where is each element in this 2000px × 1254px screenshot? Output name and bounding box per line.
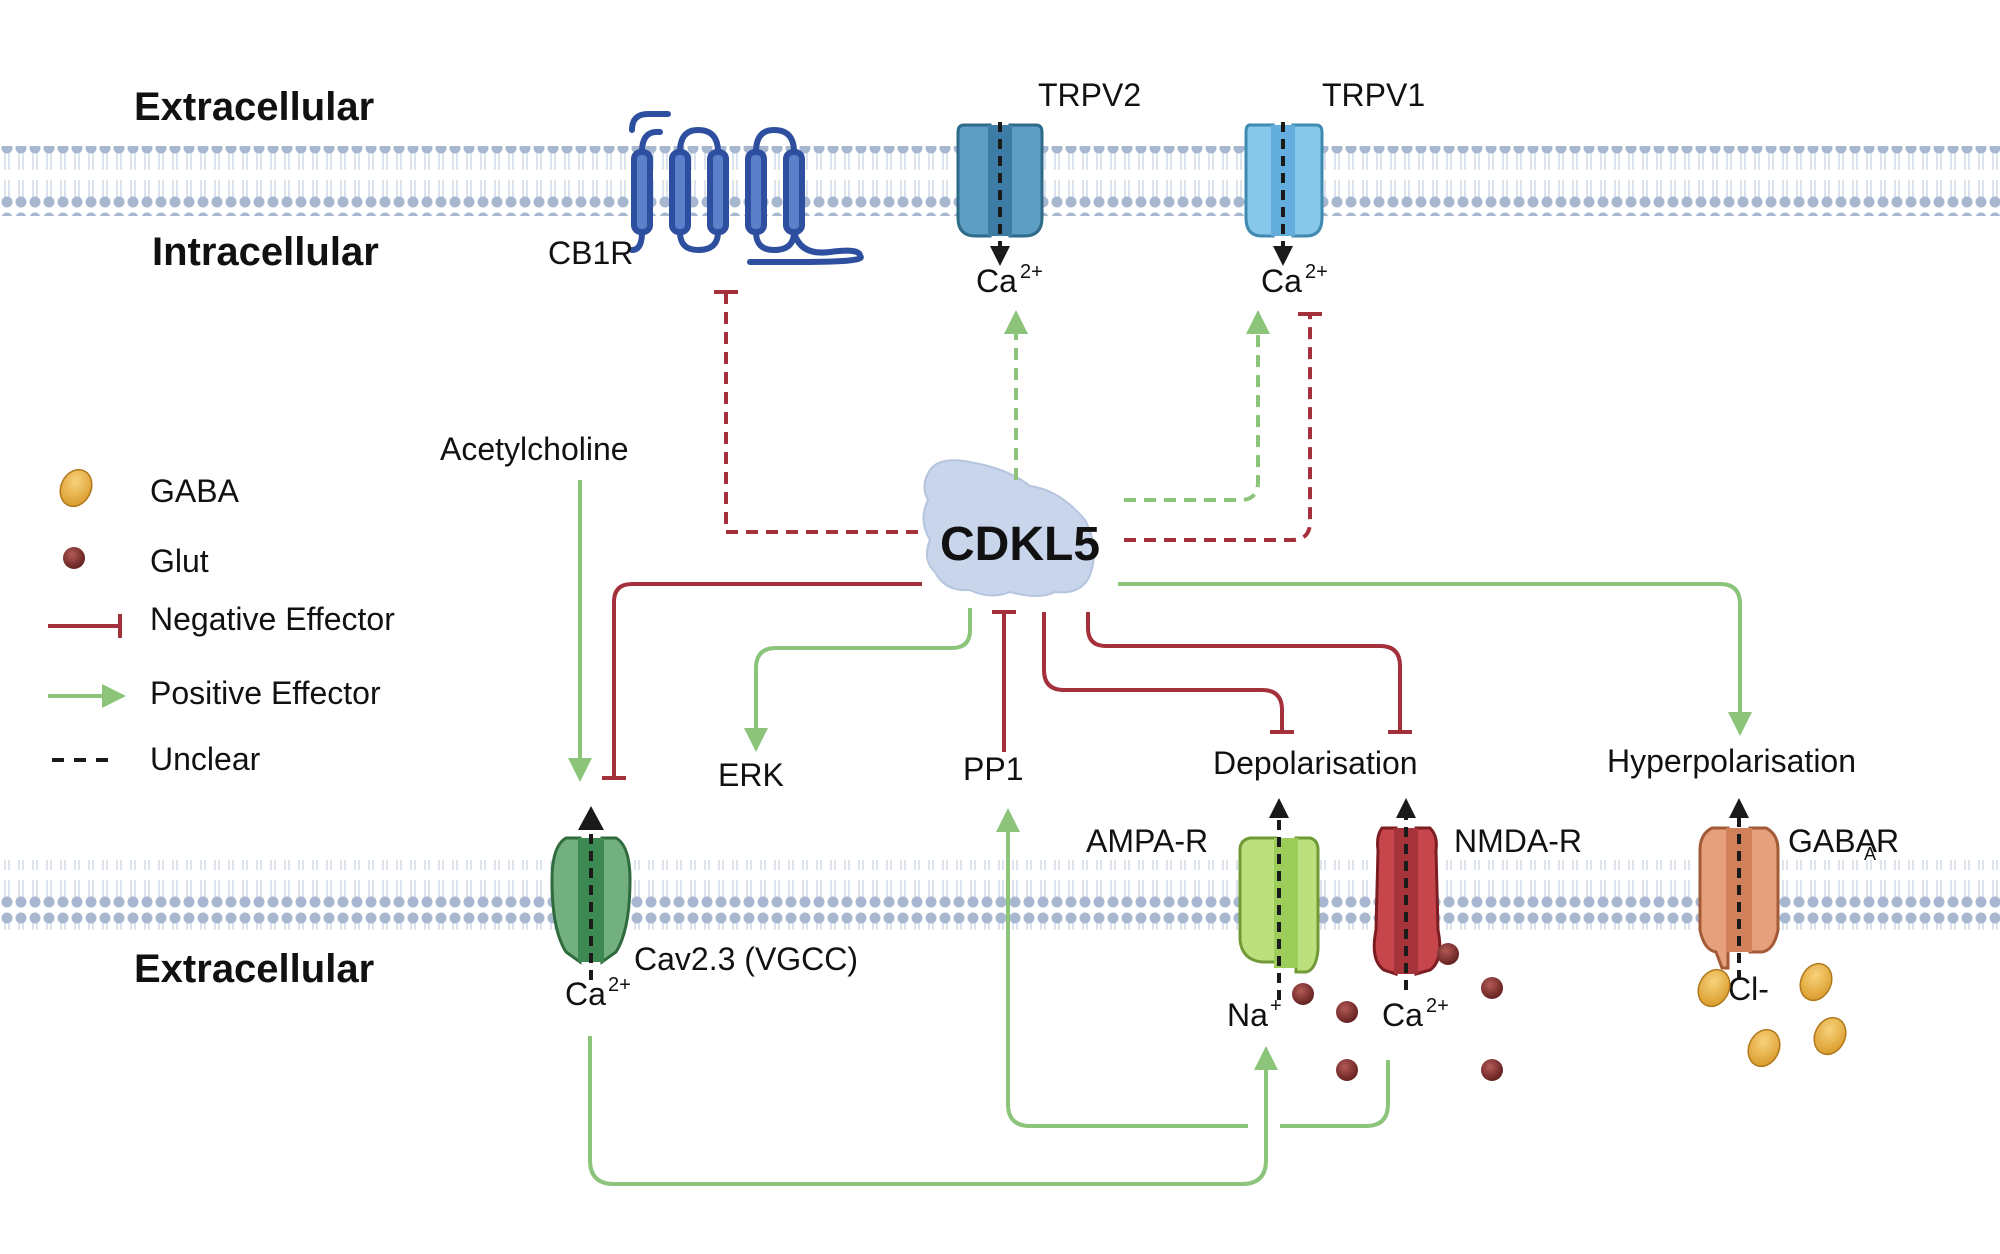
trpv2-ca-ion: Ca 2+ [976,261,1043,299]
svg-text:Ca: Ca [1261,263,1302,299]
svg-text:+: + [1270,995,1282,1017]
svg-text:Ca: Ca [976,263,1017,299]
gabaa-cl-ion: Cl- [1728,971,1769,1007]
ampa-label: AMPA-R [1086,823,1208,859]
bottom-extracellular-label: Extracellular [134,947,374,991]
cdkl5-trpv1-activation [1124,310,1270,502]
gaba-particle [1697,968,1731,1008]
cb1r-label: CB1R [548,235,633,271]
gabaa-channel [1698,798,1780,980]
glut-particle [1336,1059,1358,1081]
gaba-particle [1799,962,1833,1002]
svg-text:2+: 2+ [1020,261,1043,283]
svg-text:Ca: Ca [565,976,606,1012]
nmda-label: NMDA-R [1454,823,1582,859]
cdkl5-label: CDKL5 [940,518,1100,571]
legend-gaba-label: GABA [150,473,240,509]
svg-text:Ca: Ca [1382,997,1423,1033]
hyperpolarisation-label: Hyperpolarisation [1607,743,1856,779]
legend-glut-icon [63,547,85,569]
legend-negative-label: Negative Effector [150,601,395,637]
cdkl5-cav-inhibition [612,582,922,778]
cdkl5-protein [922,459,1095,597]
ampa-channel [1238,798,1320,1000]
cdkl5-nmda-depolarisation-inhibition [1086,612,1402,732]
legend-gaba-icon [59,468,93,508]
cav-label: Cav2.3 (VGCC) [634,941,858,977]
gaba-particle [1747,1028,1781,1068]
ampa-na-ion: Na + [1227,995,1282,1033]
top-extracellular-label: Extracellular [134,85,374,129]
cdkl5-hyperpolarisation-activation [1118,582,1752,736]
nmda-ca-ion: Ca 2+ [1382,995,1449,1033]
legend-negative-icon [48,614,122,638]
cb1r-receptor [629,111,864,265]
glut-particle [1336,1001,1358,1023]
cdkl5-trpv1-inhibition [1124,314,1312,542]
legend-positive-label: Positive Effector [150,675,381,711]
nmda-ca-to-pp1-loop [1008,820,1390,1128]
svg-text:R: R [1876,823,1899,859]
trpv1-channel [1244,122,1324,266]
svg-text:A: A [1864,844,1876,864]
pp1-label: PP1 [963,751,1023,787]
glut-particle [1437,943,1459,965]
cdkl5-cb1r-inhibition [724,292,918,534]
cdkl5-ampa-depolarisation-inhibition [1042,612,1284,732]
erk-label: ERK [718,757,784,793]
legend-glut-label: Glut [150,543,209,579]
glut-particle [1481,1059,1503,1081]
trpv1-label: TRPV1 [1322,77,1425,113]
trpv2-label: TRPV2 [1038,77,1141,113]
top-intracellular-label: Intracellular [152,230,379,274]
glut-particle [1292,983,1314,1005]
cdkl5-erk-activation [744,608,972,752]
cav-ca-to-ampa-loop [588,1036,1278,1186]
svg-text:2+: 2+ [608,974,631,996]
svg-text:2+: 2+ [1305,261,1328,283]
gaba-particle [1813,1016,1847,1056]
glutamate-particles [1292,943,1503,1081]
svg-text:Na: Na [1227,997,1268,1033]
gaba-particles [1697,962,1847,1068]
bottom-membrane [0,860,2000,930]
legend-unclear-label: Unclear [150,741,261,777]
depolarisation-label: Depolarisation [1213,745,1418,781]
svg-text:GABA: GABA [1788,823,1878,859]
acetylcholine-label: Acetylcholine [440,431,629,467]
cav-ca-ion: Ca 2+ [565,974,631,1012]
trpv1-ca-ion: Ca 2+ [1261,261,1328,299]
nmda-channel [1372,798,1442,990]
svg-text:2+: 2+ [1426,995,1449,1017]
trpv2-channel [956,122,1044,266]
cav-channel [550,806,632,980]
glut-particle [1481,977,1503,999]
legend: GABA Glut Negative Effector Positive Eff… [48,468,395,777]
gabaa-label: GABA A R [1788,823,1899,864]
